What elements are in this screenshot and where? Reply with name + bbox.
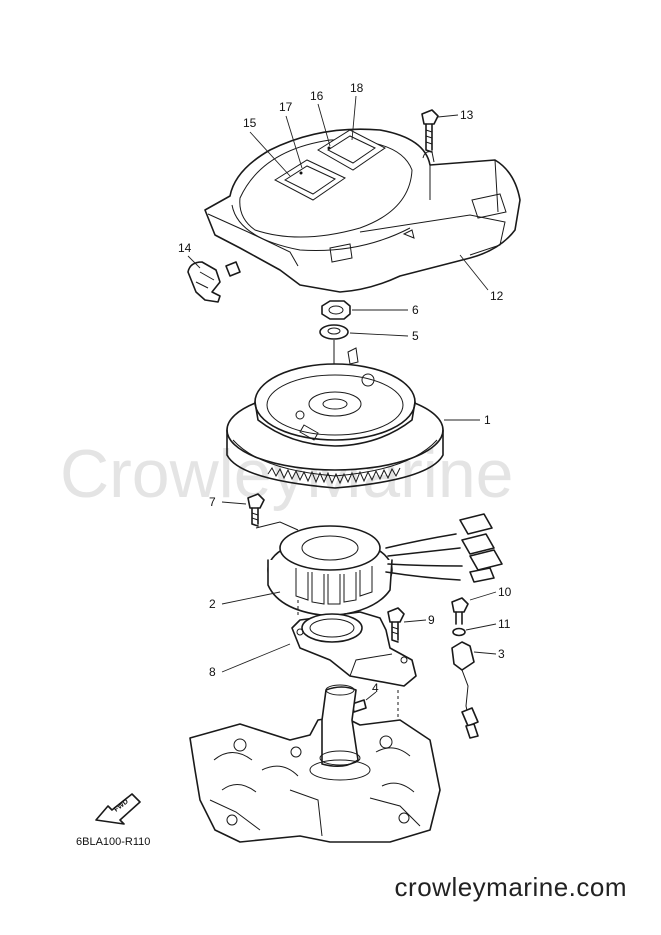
callout-2[interactable]: 2 xyxy=(209,597,216,611)
diagram-code: 6BLA100-R110 xyxy=(76,836,150,848)
label-plate-left[interactable] xyxy=(273,159,346,201)
bolt-10[interactable] xyxy=(451,597,469,625)
callout-4[interactable]: 4 xyxy=(372,681,379,695)
callout-16[interactable]: 16 xyxy=(310,89,324,103)
washer-5[interactable] xyxy=(319,324,349,340)
callout-13[interactable]: 13 xyxy=(460,108,474,122)
callout-6[interactable]: 6 xyxy=(412,303,419,317)
callout-7[interactable]: 7 xyxy=(209,495,216,509)
nut-6[interactable] xyxy=(321,300,351,320)
callout-9[interactable]: 9 xyxy=(428,613,435,627)
callout-8[interactable]: 8 xyxy=(209,665,216,679)
callout-1[interactable]: 1 xyxy=(484,413,491,427)
callout-17[interactable]: 17 xyxy=(279,100,293,114)
bolt-9[interactable] xyxy=(387,607,405,643)
engine-block xyxy=(189,684,441,843)
flywheel-cover[interactable] xyxy=(204,128,521,293)
flywheel[interactable] xyxy=(226,347,444,489)
callout-3[interactable]: 3 xyxy=(498,647,505,661)
callout-15[interactable]: 15 xyxy=(243,116,257,130)
callout-14[interactable]: 14 xyxy=(178,241,192,255)
callout-11[interactable]: 11 xyxy=(498,617,511,631)
washer-11[interactable] xyxy=(452,627,466,637)
bolt-13[interactable] xyxy=(421,109,439,153)
cable-clip-14[interactable] xyxy=(187,261,241,303)
base-plate[interactable] xyxy=(291,611,417,687)
callout-12[interactable]: 12 xyxy=(490,289,504,303)
pulser-coil-3[interactable] xyxy=(451,641,479,739)
bolt-7[interactable] xyxy=(247,493,265,527)
callout-18[interactable]: 18 xyxy=(350,81,364,95)
callouts: 18 16 17 15 13 14 12 6 5 1 7 2 1 xyxy=(178,81,512,701)
fwd-arrow-icon: FWD xyxy=(95,793,141,825)
site-name[interactable]: crowleymarine.com xyxy=(394,872,627,902)
label-plate-right[interactable] xyxy=(317,129,386,171)
stator[interactable] xyxy=(267,513,503,617)
callout-5[interactable]: 5 xyxy=(412,329,419,343)
callout-10[interactable]: 10 xyxy=(498,585,512,599)
